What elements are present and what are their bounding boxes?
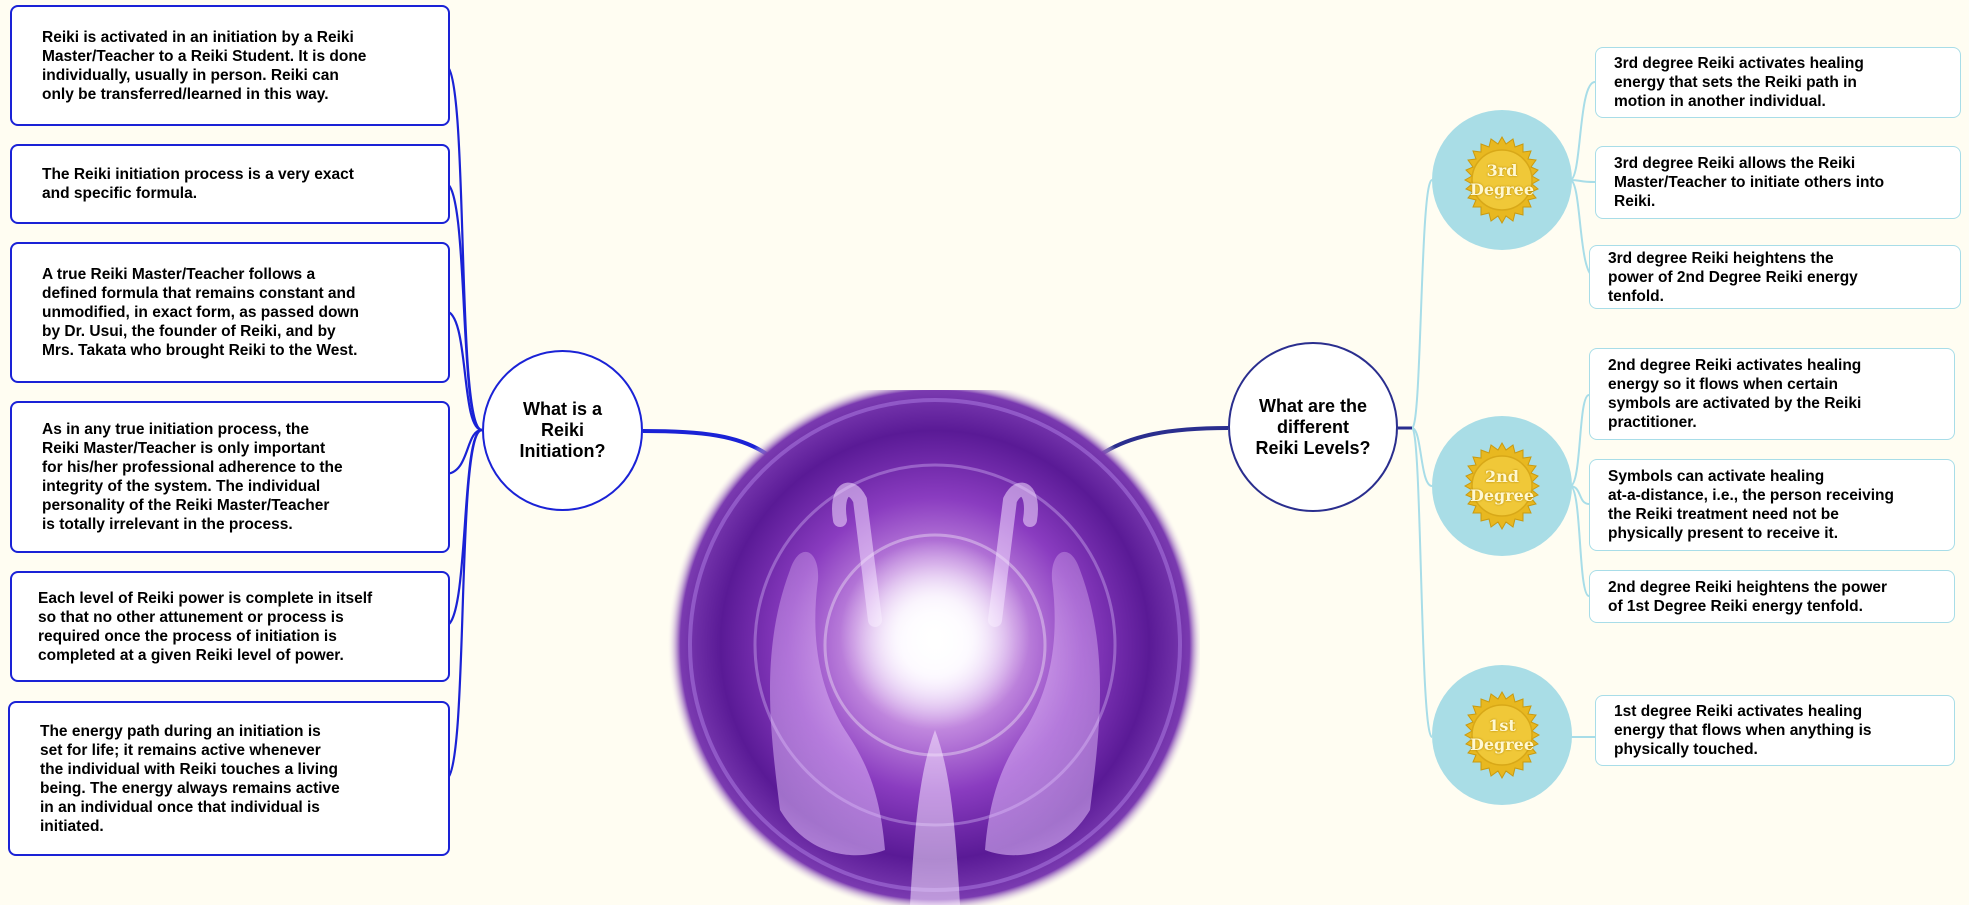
initiation-note-4: As in any true initiation process, the R… xyxy=(10,401,450,553)
second-degree-note-1: 2nd degree Reiki activates healing energ… xyxy=(1589,348,1955,440)
third-degree-seal: 3rd Degree xyxy=(1432,110,1572,250)
third-degree-note-2: 3rd degree Reiki allows the Reiki Master… xyxy=(1595,146,1961,219)
first-degree-seal: 1st Degree xyxy=(1432,665,1572,805)
first-degree-label: 1st Degree xyxy=(1432,665,1572,805)
initiation-note-6: The energy path during an initiation is … xyxy=(8,701,450,856)
reiki-hands-orb-image xyxy=(660,390,1200,905)
initiation-note-5: Each level of Reiki power is complete in… xyxy=(10,571,450,682)
third-degree-note-1: 3rd degree Reiki activates healing energ… xyxy=(1595,47,1961,118)
initiation-note-1: Reiki is activated in an initiation by a… xyxy=(10,5,450,126)
second-degree-note-2: Symbols can activate healing at-a-distan… xyxy=(1589,459,1955,551)
reiki-initiation-hub: What is a Reiki Initiation? xyxy=(482,350,643,511)
reiki-levels-hub: What are the different Reiki Levels? xyxy=(1228,342,1398,512)
second-degree-label: 2nd Degree xyxy=(1432,416,1572,556)
initiation-note-2: The Reiki initiation process is a very e… xyxy=(10,144,450,224)
initiation-note-3: A true Reiki Master/Teacher follows a de… xyxy=(10,242,450,383)
second-degree-note-3: 2nd degree Reiki heightens the power of … xyxy=(1589,570,1955,623)
second-degree-seal: 2nd Degree xyxy=(1432,416,1572,556)
first-degree-note-1: 1st degree Reiki activates healing energ… xyxy=(1595,695,1955,766)
third-degree-note-3: 3rd degree Reiki heightens the power of … xyxy=(1589,245,1961,309)
third-degree-label: 3rd Degree xyxy=(1432,110,1572,250)
